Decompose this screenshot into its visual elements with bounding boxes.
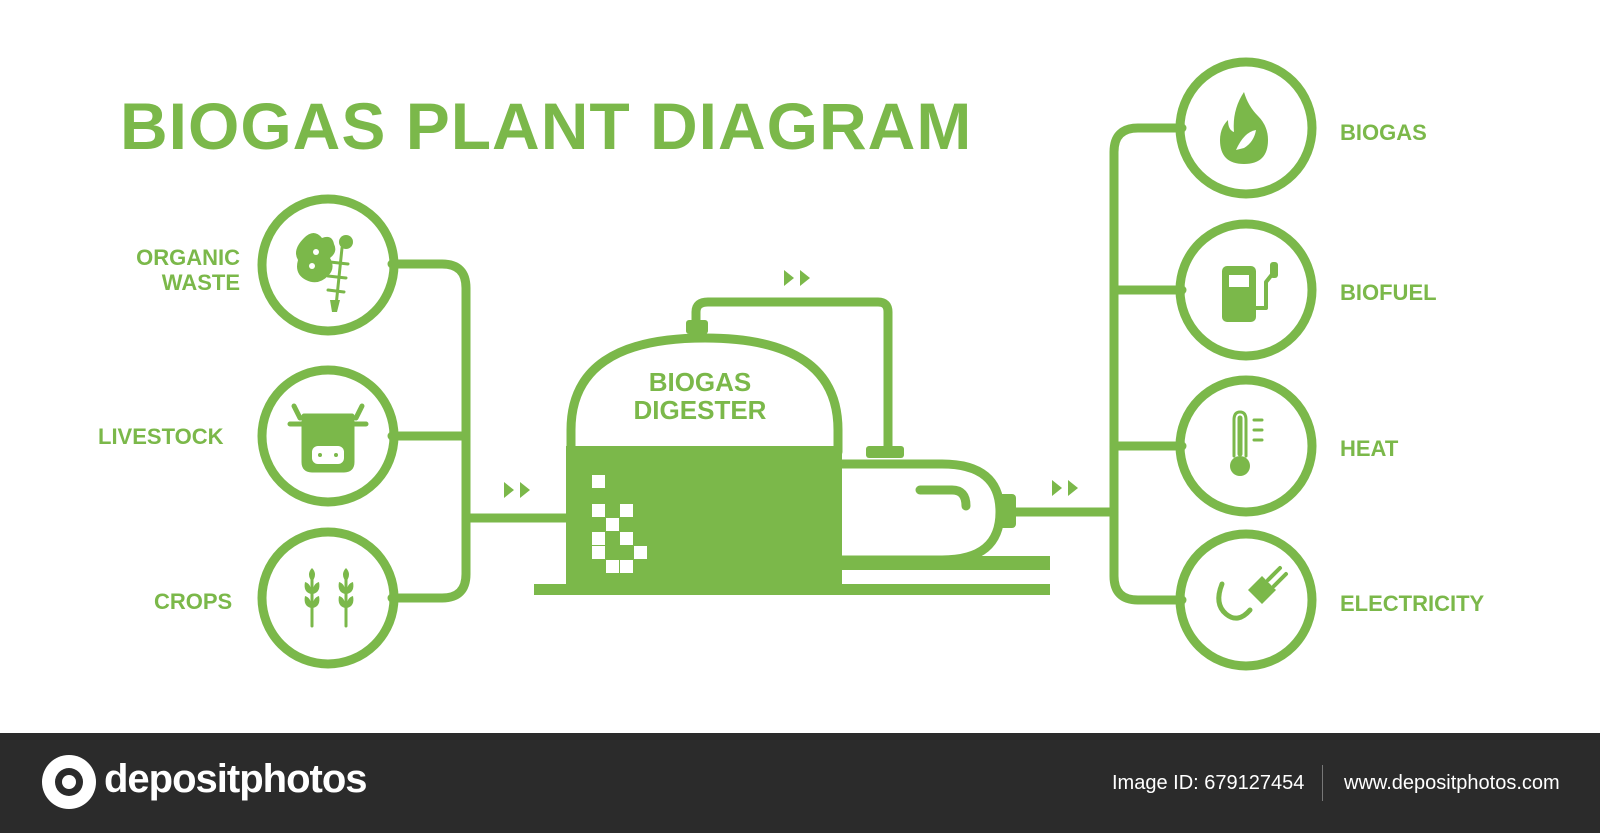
crops-circle xyxy=(257,527,399,669)
biofuel-circle xyxy=(1175,219,1317,361)
organic-waste-icon xyxy=(296,233,353,312)
connector-organic-waste xyxy=(387,259,471,603)
label-livestock: LIVESTOCK xyxy=(98,424,224,449)
digester-label-line-1: BIOGAS xyxy=(648,367,752,397)
cow-icon xyxy=(287,403,369,473)
site-url: www.depositphotos.com xyxy=(1344,772,1560,794)
livestock-circle xyxy=(257,365,399,507)
page-title: BIOGAS PLANT DIAGRAM xyxy=(120,89,973,163)
footer-bar: depositphotos Image ID: 679127454 www.de… xyxy=(0,733,1600,833)
fuel-pump-icon xyxy=(1222,262,1278,322)
label-biofuel: BIOFUEL xyxy=(1340,280,1437,305)
digester-pattern xyxy=(592,475,647,573)
tank-nozzle xyxy=(996,494,1016,528)
biogas-output-circle xyxy=(1175,57,1317,199)
label-electricity: ELECTRICITY xyxy=(1340,591,1485,616)
label-crops: CROPS xyxy=(154,589,233,614)
flow-arrow-gas xyxy=(784,270,810,286)
organic-waste-circle xyxy=(257,194,399,336)
flame-icon xyxy=(1220,92,1268,164)
biogas-diagram xyxy=(257,57,1317,671)
depositphotos-logo-icon xyxy=(42,755,96,809)
digester-label-line-2: DIGESTER xyxy=(633,395,767,425)
pipe-joint xyxy=(866,446,904,458)
flow-arrow-input xyxy=(504,482,530,498)
flow-arrow-output xyxy=(1052,480,1078,496)
heat-circle xyxy=(1175,375,1317,517)
label-heat: HEAT xyxy=(1340,436,1399,461)
digester-label: BIOGAS DIGESTER xyxy=(600,368,800,424)
thermometer-icon xyxy=(1230,410,1264,476)
electricity-circle xyxy=(1175,529,1317,671)
footer-divider xyxy=(1322,765,1323,801)
brand-name: depositphotos xyxy=(104,757,368,801)
image-id: Image ID: 679127454 xyxy=(1112,772,1305,794)
label-biogas: BIOGAS xyxy=(1340,120,1427,145)
electric-plug-icon xyxy=(1216,566,1288,621)
digester-dome xyxy=(566,333,843,457)
tank-handle xyxy=(915,485,971,511)
label-organic-waste-line-1: ORGANIC xyxy=(136,245,240,270)
label-organic-waste: ORGANIC WASTE xyxy=(120,245,240,295)
ground-line xyxy=(534,584,1050,595)
dome-cap xyxy=(686,320,708,334)
connector-outputs xyxy=(1109,123,1187,605)
gas-pipe xyxy=(691,297,893,457)
wheat-icon xyxy=(304,568,354,628)
label-organic-waste-line-2: WASTE xyxy=(161,270,240,295)
tank-ground-base xyxy=(842,556,1050,570)
